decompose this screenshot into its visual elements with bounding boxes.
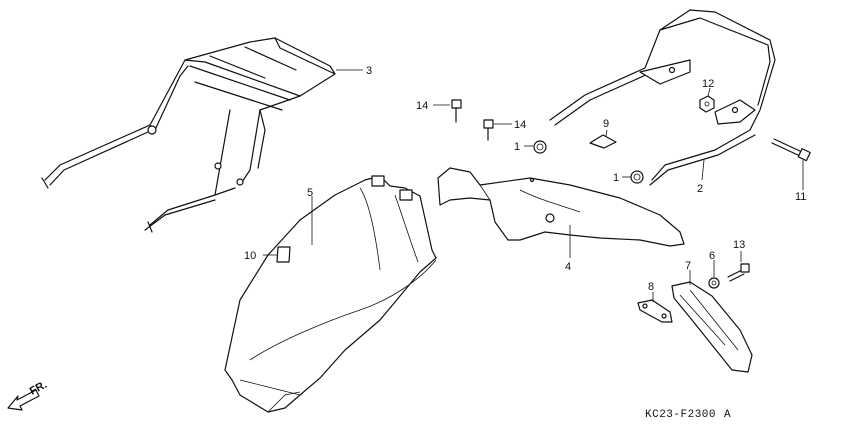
- inner-fender: [437, 167, 685, 247]
- diagram-code-suffix: A: [724, 409, 731, 421]
- callout-1b: 1: [613, 172, 619, 184]
- rear-fender: [224, 175, 437, 413]
- rear-carrier-rack: [41, 37, 336, 233]
- callout-6: 6: [709, 250, 715, 262]
- front-direction-arrow-icon: [7, 389, 40, 411]
- callout-2: 2: [697, 183, 703, 195]
- callout-13: 13: [733, 239, 745, 251]
- caution-label: [276, 246, 291, 263]
- bolt-14b: [483, 119, 494, 141]
- long-bolt: [771, 138, 811, 162]
- callout-11: 11: [795, 191, 806, 203]
- callout-4: 4: [565, 261, 571, 273]
- diagram-code: KC23-F2300: [645, 409, 716, 421]
- nut-12: [699, 95, 715, 113]
- grab-rail: [549, 9, 776, 186]
- callout-10: 10: [244, 250, 256, 262]
- callout-14b: 14: [514, 119, 526, 131]
- reflector-bracket: [637, 299, 673, 323]
- callout-9: 9: [603, 118, 609, 130]
- grommet-a: [533, 140, 547, 154]
- callout-5: 5: [307, 187, 313, 199]
- bolt-14a: [451, 99, 462, 123]
- callout-1a: 1: [514, 141, 520, 153]
- callout-3: 3: [366, 65, 372, 77]
- callout-14a: 14: [416, 100, 428, 112]
- clip: [589, 134, 617, 149]
- nut-6: [708, 277, 720, 289]
- direction-label: FR.: [28, 379, 49, 398]
- callout-7: 7: [685, 260, 691, 272]
- leader-lines: [263, 69, 804, 302]
- grommet-b: [630, 170, 644, 184]
- reflector: [671, 281, 753, 373]
- callout-8: 8: [648, 281, 654, 293]
- callout-12: 12: [702, 78, 714, 90]
- screw-13: [727, 263, 750, 282]
